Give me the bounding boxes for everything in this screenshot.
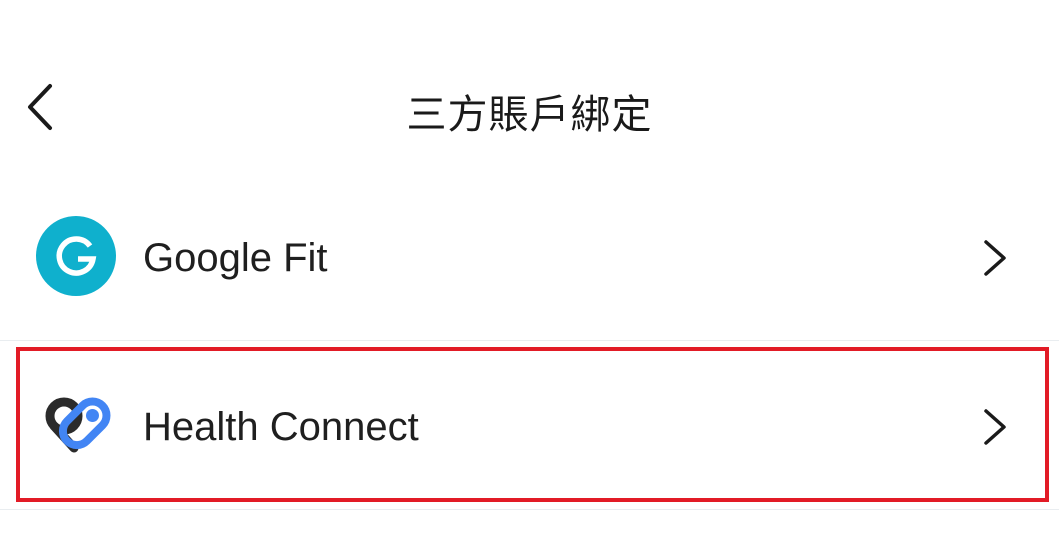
google-fit-icon (36, 216, 116, 296)
chevron-left-icon (28, 84, 52, 130)
account-row-health-connect[interactable]: Health Connect (0, 341, 1059, 509)
chevron-right-icon (980, 238, 1010, 278)
page-title: 三方賬戶綁定 (406, 92, 653, 138)
header: 三方賬戶綁定 (0, 60, 1059, 160)
account-label: Health Connect (143, 405, 419, 449)
account-label: Google Fit (143, 236, 328, 280)
chevron-right-icon (980, 407, 1010, 447)
divider (0, 340, 1059, 341)
account-row-google-fit[interactable]: Google Fit (0, 174, 1059, 342)
health-connect-icon (40, 386, 120, 466)
divider (0, 509, 1059, 510)
back-button[interactable] (22, 82, 62, 132)
